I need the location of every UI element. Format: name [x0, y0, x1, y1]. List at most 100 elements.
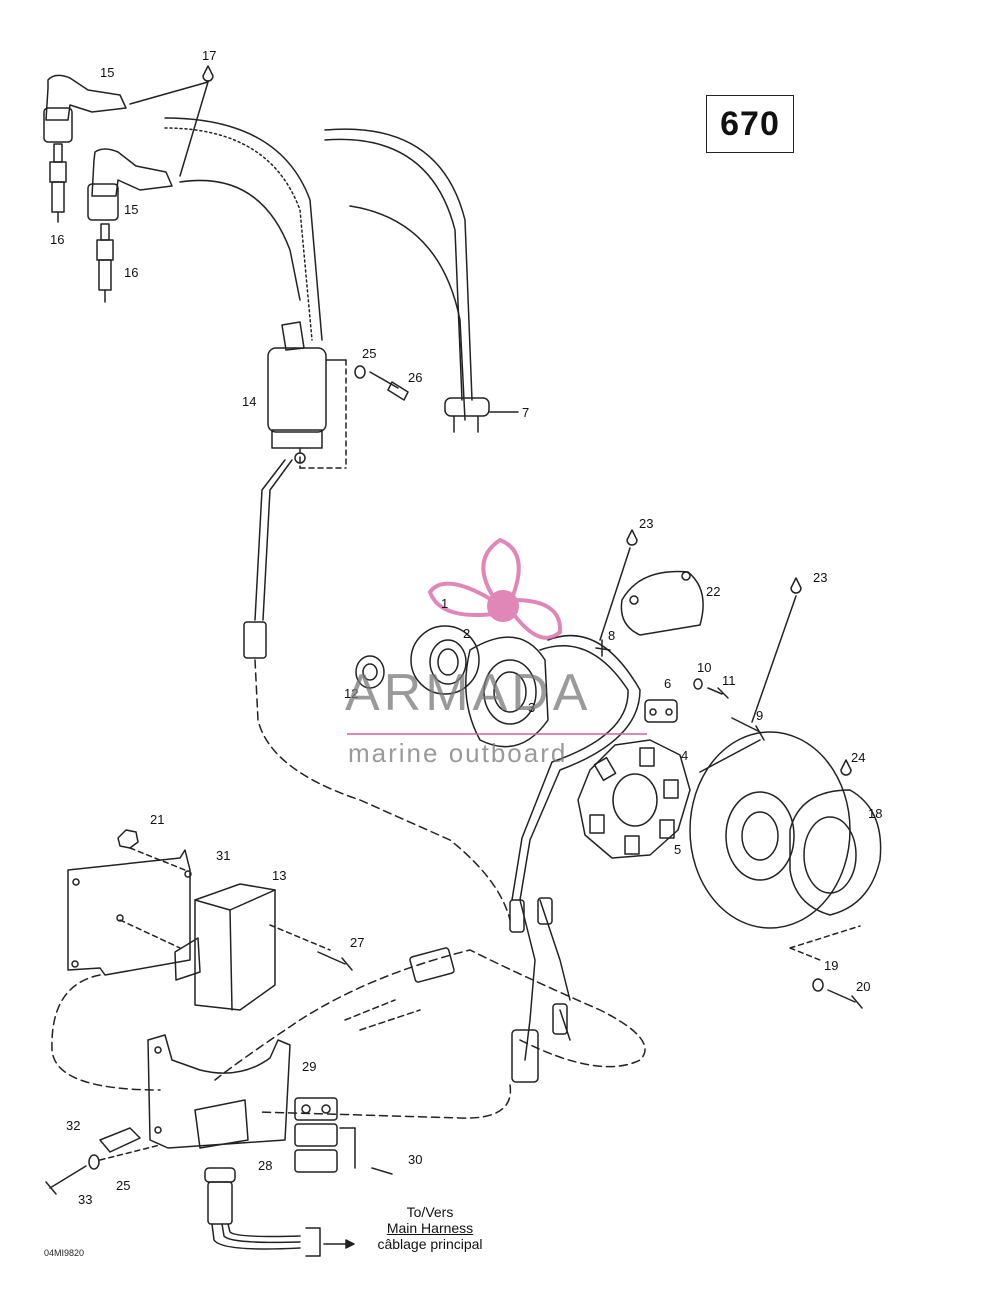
watermark-divider [347, 733, 647, 735]
ht-lead-1-inner [164, 127, 313, 341]
callout-32: 32 [66, 1118, 80, 1133]
nut-21 [117, 829, 139, 849]
grease-drop-24 [840, 759, 852, 776]
spark-plug-upper [49, 143, 67, 223]
callout-31: 31 [216, 848, 230, 863]
screw-33 [45, 1165, 87, 1195]
ignition-coil [267, 321, 347, 469]
harness-branch [519, 899, 536, 1061]
magneto-housing-3 [465, 636, 549, 748]
cable-clamp [444, 397, 519, 433]
spark-plug-cap-upper [43, 74, 127, 143]
callout-25a: 25 [362, 346, 376, 361]
main-harness-label: To/Vers Main Harness câblage principal [360, 1204, 500, 1252]
callout-16a: 16 [50, 232, 64, 247]
magneto-cover-22 [620, 570, 704, 636]
callout-27: 27 [350, 935, 364, 950]
callout-2: 2 [463, 626, 470, 641]
spark-plug-lower [96, 223, 114, 303]
callout-5: 5 [674, 842, 681, 857]
propeller-icon [427, 537, 563, 640]
ht-lead-2 [179, 179, 301, 301]
bracket-31 [67, 849, 192, 976]
callout-6: 6 [664, 676, 671, 691]
oil-seal-2 [429, 639, 467, 685]
callout-30: 30 [408, 1152, 422, 1167]
ht-lead-1 [164, 117, 323, 341]
callout-25b: 25 [116, 1178, 130, 1193]
callout-22: 22 [706, 584, 720, 599]
harness-connector-b [537, 897, 553, 925]
ht-lead-3-outer [324, 138, 463, 401]
harness-label-line1: To/Vers [406, 1204, 454, 1220]
coil-harness-connector [409, 947, 455, 983]
callout-12: 12 [344, 686, 358, 701]
callout-8: 8 [608, 628, 615, 643]
ht-lead-3 [324, 128, 473, 401]
callout-33: 33 [78, 1192, 92, 1207]
washer-19 [812, 978, 824, 992]
callout-21: 21 [150, 812, 164, 827]
callout-14: 14 [242, 394, 256, 409]
bracket-28 [147, 1034, 291, 1149]
callout-29: 29 [302, 1059, 316, 1074]
grease-drop-23b [790, 577, 802, 594]
watermark-tagline: marine outboard [348, 738, 568, 768]
harness-connector-a [509, 899, 525, 933]
page-number-box: 670 [706, 95, 794, 153]
grease-drop-17 [202, 65, 214, 82]
stator-harness [519, 634, 641, 901]
callout-26: 26 [408, 370, 422, 385]
callout-4: 4 [681, 748, 688, 763]
callout-17: 17 [202, 48, 216, 63]
grease-drop-23a [626, 529, 638, 546]
screw-11 [707, 687, 729, 699]
harness-plug-small [552, 1003, 568, 1035]
stator-4 [577, 739, 691, 859]
callout-3: 3 [528, 700, 535, 715]
callout-23a: 23 [639, 516, 653, 531]
spark-plug-cap-lower [87, 148, 173, 221]
washer-25-upper [354, 365, 366, 379]
callout-15a: 15 [100, 65, 114, 80]
coil-connector [243, 621, 267, 659]
main-harness-connector [204, 1167, 355, 1257]
screw-20 [827, 989, 863, 1009]
pin-30 [371, 1167, 393, 1175]
callout-15b: 15 [124, 202, 138, 217]
dashed-loop [214, 949, 646, 1119]
cdi-module-13 [174, 883, 276, 1011]
drawing-code: 04MI9820 [44, 1248, 85, 1258]
screw-8 [595, 639, 611, 657]
grommet-12 [355, 655, 385, 689]
callout-13: 13 [272, 868, 286, 883]
callout-1: 1 [441, 596, 448, 611]
callout-16b: 16 [124, 265, 138, 280]
callout-24: 24 [851, 750, 865, 765]
callout-10: 10 [697, 660, 711, 675]
callout-7: 7 [522, 405, 529, 420]
harness-plug [511, 1029, 539, 1083]
terminal-block-29 [294, 1097, 356, 1173]
callout-9: 9 [756, 708, 763, 723]
o-ring-1 [410, 625, 480, 695]
coil-primary-wire [254, 459, 286, 621]
washer-25-lower [88, 1154, 100, 1170]
dashed-bracket-18 [789, 925, 861, 961]
callout-11: 11 [722, 673, 736, 688]
ring-gear-18 [789, 789, 882, 916]
screw-26 [369, 371, 409, 401]
harness-label-line2: Main Harness [386, 1220, 474, 1236]
harness-label-line3: câblage principal [377, 1236, 483, 1252]
callout-19: 19 [824, 958, 838, 973]
screw-27 [317, 951, 353, 971]
watermark-brand: ARMADA [345, 664, 592, 722]
callout-18: 18 [868, 806, 882, 821]
callout-20: 20 [856, 979, 870, 994]
trigger-coil-6 [644, 699, 678, 723]
callout-28: 28 [258, 1158, 272, 1173]
callout-23b: 23 [813, 570, 827, 585]
dashed-route-1 [254, 659, 511, 921]
ht-lead-4 [349, 205, 466, 421]
